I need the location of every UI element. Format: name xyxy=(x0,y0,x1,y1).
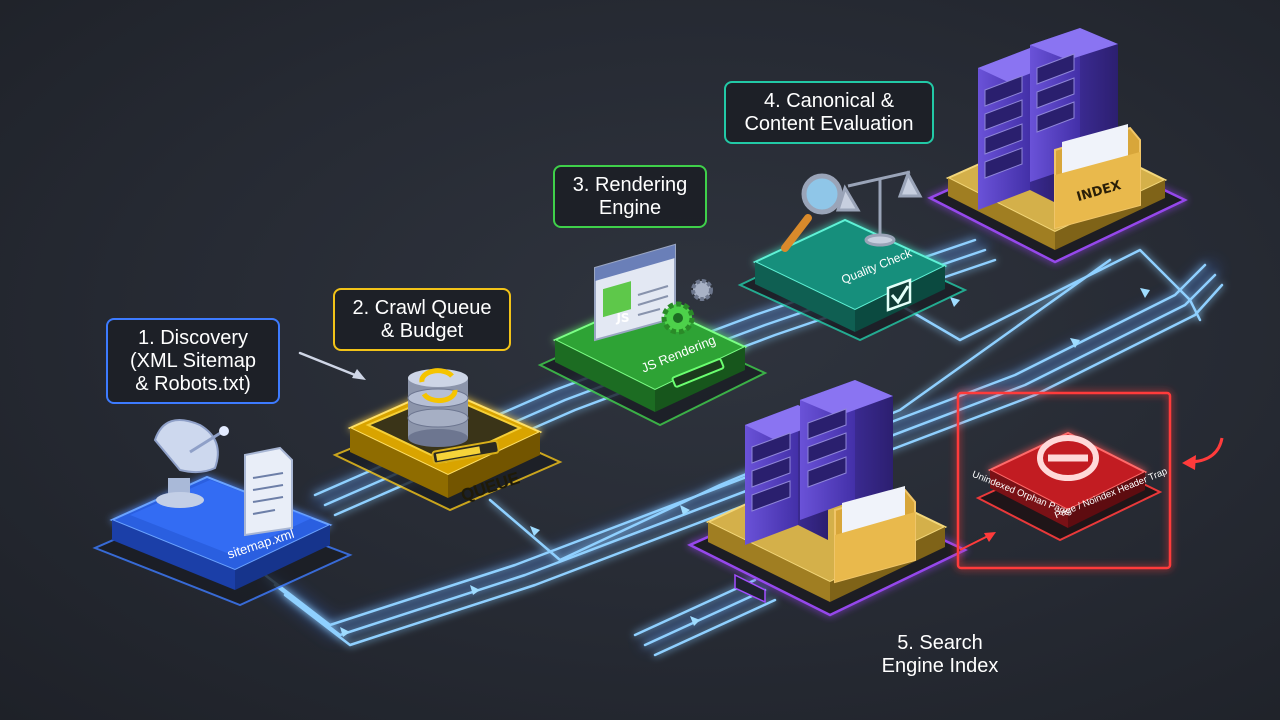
index-platform-bottom xyxy=(687,380,968,617)
refresh-icon xyxy=(419,368,458,404)
arrow-icon xyxy=(1191,437,1224,464)
database-icon xyxy=(407,369,469,447)
folder-icon xyxy=(834,486,916,584)
checkbox-icon xyxy=(886,278,912,312)
gear-icon xyxy=(661,279,713,335)
folder-icon: INDEX xyxy=(1054,124,1141,230)
stage-1-label: 1. Discovery (XML Sitemap & Robots.txt) xyxy=(106,318,280,404)
queue-platform: QUEUE xyxy=(332,368,563,512)
block-icon xyxy=(1037,435,1099,481)
discovery-platform: sitemap.xml xyxy=(92,419,353,607)
document-icon xyxy=(244,446,293,537)
noindex-trap: Unindexed Orphan Page Page / Noindex Hea… xyxy=(956,391,1224,570)
canonical-platform: Quality Check xyxy=(737,170,968,342)
stage-5-label: 5. Search Engine Index xyxy=(881,632,999,677)
index-platform-top: INDEX xyxy=(927,28,1188,264)
stage-4-label: 4. Canonical & Content Evaluation xyxy=(724,81,934,144)
stage-3-label: 3. Rendering Engine xyxy=(553,165,707,228)
scales-icon xyxy=(835,170,923,247)
js-badge: JS xyxy=(615,311,629,325)
trap-highlight-box xyxy=(956,391,1172,570)
browser-window-icon: JS xyxy=(594,243,676,342)
render-platform: JS JS Rendering xyxy=(537,243,768,427)
pointer-arrow xyxy=(298,351,357,377)
stage-2-label: 2. Crawl Queue & Budget xyxy=(333,288,511,351)
server-icon xyxy=(745,380,893,545)
magnifier-icon xyxy=(781,173,843,252)
satellite-dish-icon xyxy=(153,419,229,508)
